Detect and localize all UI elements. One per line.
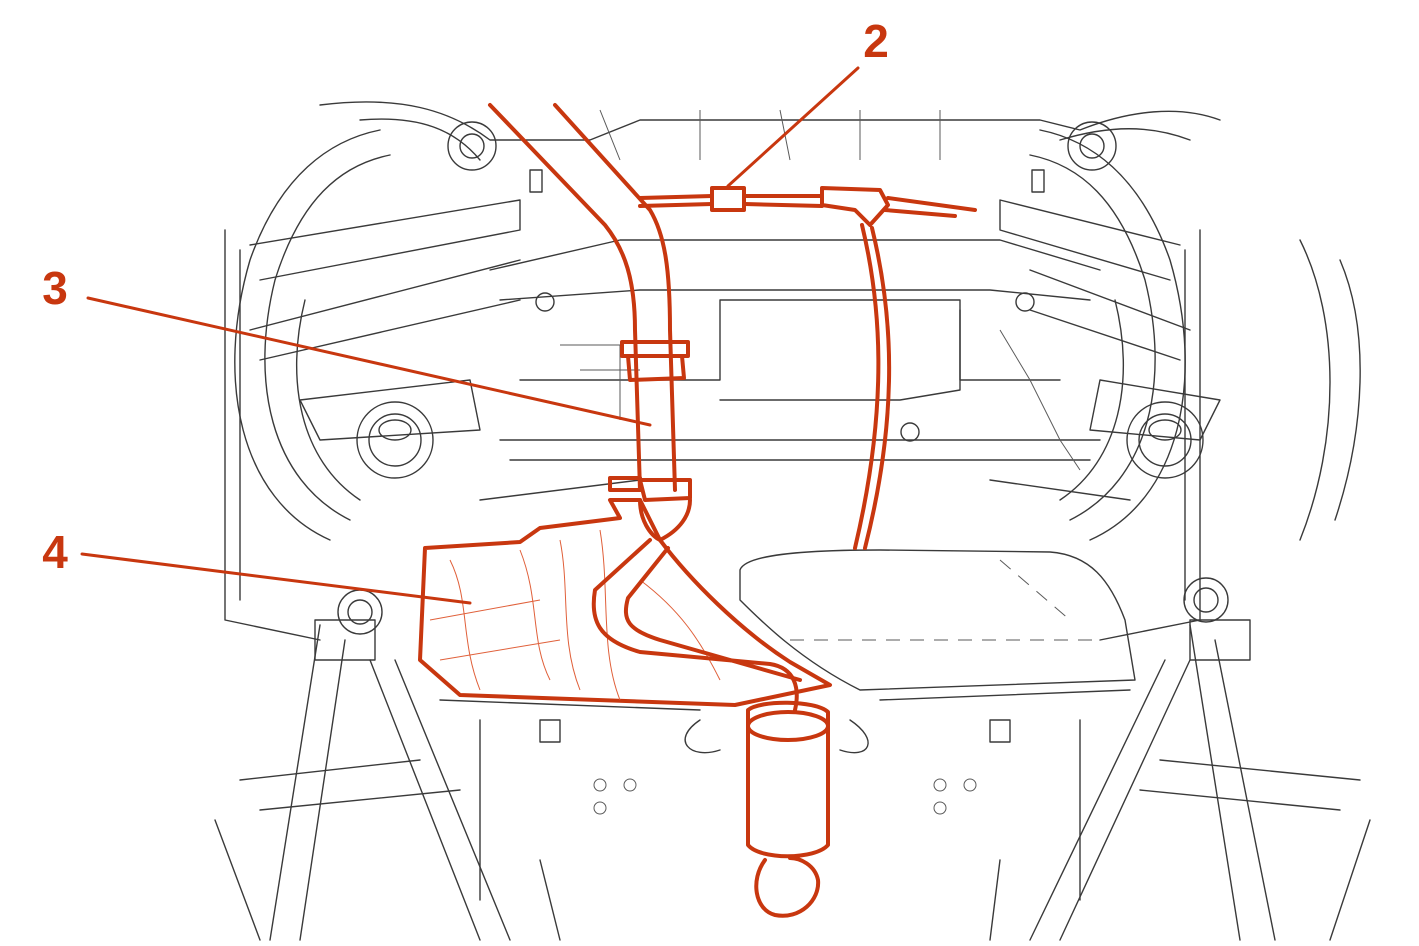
heat-shield bbox=[418, 498, 832, 707]
exhaust-front-pipe-edge bbox=[553, 103, 677, 492]
sensor-harness bbox=[638, 186, 977, 550]
callout-2-label: 3 bbox=[42, 262, 68, 314]
suspension-arms bbox=[249, 199, 1221, 441]
center-pipe bbox=[638, 478, 692, 502]
left-wheel-well bbox=[224, 129, 391, 641]
callout-4-label: 2 bbox=[863, 15, 889, 67]
callout-3: 4 bbox=[42, 526, 472, 605]
vehicle-underbody bbox=[214, 101, 1371, 941]
bolt-bosses bbox=[337, 121, 1229, 635]
center-pipe-bracket bbox=[608, 476, 642, 492]
callout-4: 2 bbox=[726, 15, 889, 188]
tail-pipe-inner bbox=[591, 538, 799, 712]
callout-4-leader bbox=[726, 66, 860, 188]
tail-pipe-outer bbox=[623, 546, 802, 682]
callout-2-leader bbox=[86, 296, 652, 427]
harness-connector bbox=[710, 186, 746, 212]
exhaust-system bbox=[418, 103, 977, 918]
right-wheel-well bbox=[1029, 129, 1361, 641]
callout-3-label: 4 bbox=[42, 526, 68, 578]
callout-3-leader bbox=[80, 552, 472, 605]
rear-floor bbox=[239, 689, 1361, 901]
rear-muffler bbox=[746, 700, 830, 918]
rear-crossmember bbox=[479, 239, 1131, 501]
exhaust-clamp bbox=[620, 340, 690, 382]
floor-pan-top bbox=[319, 101, 1221, 161]
fuel-tank bbox=[739, 549, 1136, 691]
rear-frame-rails bbox=[214, 619, 1371, 941]
callout-2: 3 bbox=[42, 262, 652, 427]
center-pipe-flex bbox=[638, 498, 692, 542]
exhaust-front-pipe bbox=[488, 103, 642, 492]
